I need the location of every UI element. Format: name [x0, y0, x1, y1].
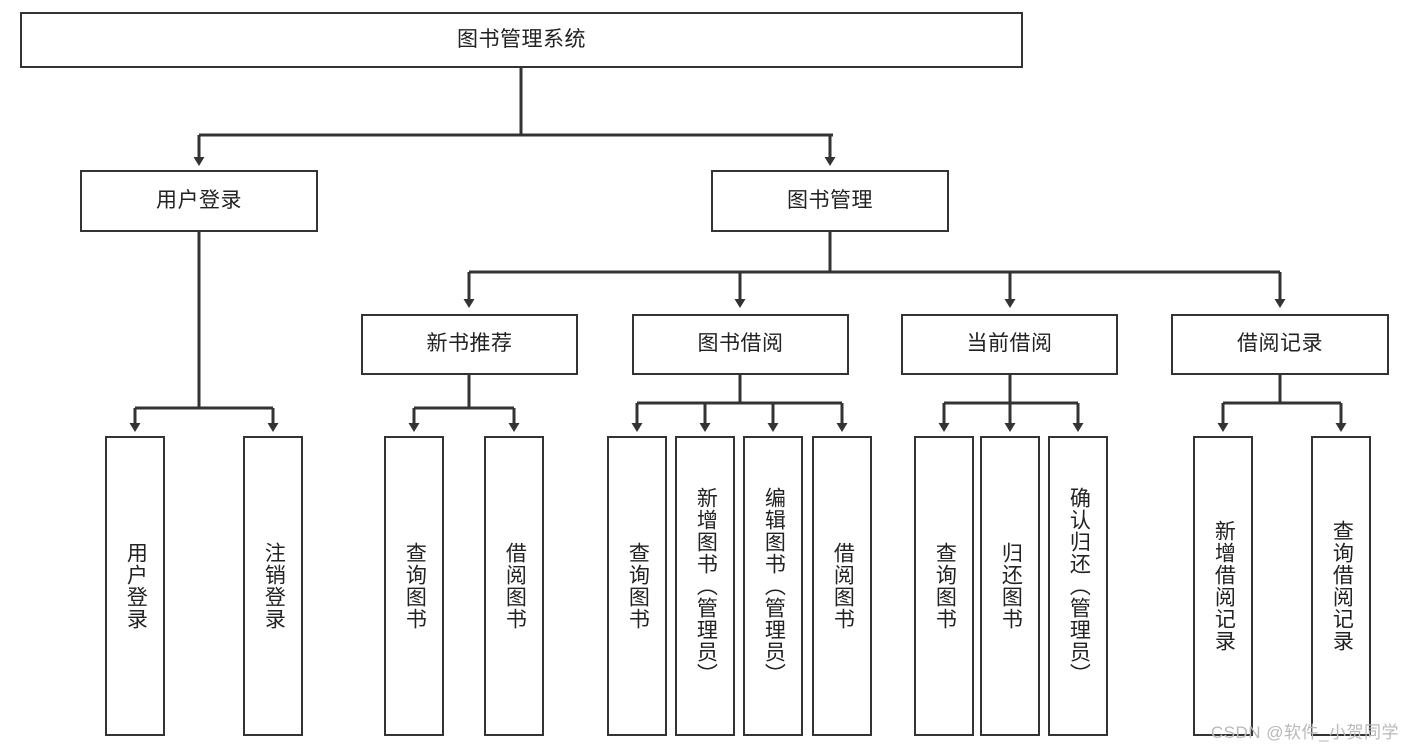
leaf-current-borrow-confirm-return[interactable]: 确认归还（管理员） [1048, 436, 1108, 736]
leaf-label: 确认归还（管理员） [1067, 487, 1091, 685]
leaf-book-borrow-edit[interactable]: 编辑图书（管理员） [743, 436, 803, 736]
node-book-borrow[interactable]: 图书借阅 [632, 314, 849, 375]
node-borrow-record[interactable]: 借阅记录 [1171, 314, 1389, 375]
leaf-label: 注销登录 [262, 542, 286, 630]
leaf-label: 查询图书 [403, 542, 427, 630]
node-current-borrow[interactable]: 当前借阅 [901, 314, 1118, 375]
leaf-label: 查询图书 [626, 542, 650, 630]
leaf-new-book-query[interactable]: 查询图书 [384, 436, 444, 736]
node-book-management-label: 图书管理 [787, 188, 873, 212]
leaf-label: 新增借阅记录 [1212, 520, 1236, 652]
leaf-label: 借阅图书 [503, 542, 527, 630]
node-borrow-record-label: 借阅记录 [1237, 332, 1323, 356]
watermark: CSDN @软件_小贺同学 [1210, 723, 1399, 742]
leaf-new-book-borrow[interactable]: 借阅图书 [484, 436, 544, 736]
leaf-label: 查询图书 [933, 542, 957, 630]
leaf-book-borrow-query[interactable]: 查询图书 [607, 436, 667, 736]
leaf-label: 归还图书 [999, 542, 1023, 630]
leaf-book-borrow-borrow[interactable]: 借阅图书 [812, 436, 872, 736]
node-new-book-recommend[interactable]: 新书推荐 [361, 314, 578, 375]
node-new-book-recommend-label: 新书推荐 [426, 332, 513, 356]
node-book-management[interactable]: 图书管理 [711, 170, 949, 232]
leaf-current-borrow-return[interactable]: 归还图书 [980, 436, 1040, 736]
node-book-borrow-label: 图书借阅 [697, 332, 784, 356]
node-root[interactable]: 图书管理系统 [20, 12, 1023, 68]
leaf-book-borrow-add[interactable]: 新增图书（管理员） [675, 436, 735, 736]
node-user-login-label: 用户登录 [156, 188, 242, 212]
node-current-borrow-label: 当前借阅 [966, 332, 1053, 356]
leaf-borrow-record-query[interactable]: 查询借阅记录 [1311, 436, 1371, 736]
leaf-label: 用户登录 [124, 542, 148, 630]
node-root-label: 图书管理系统 [457, 27, 586, 51]
leaf-user-login-login[interactable]: 用户登录 [105, 436, 165, 736]
leaf-current-borrow-query[interactable]: 查询图书 [914, 436, 974, 736]
node-user-login[interactable]: 用户登录 [80, 170, 318, 232]
leaf-label: 借阅图书 [831, 542, 855, 630]
leaf-user-login-logout[interactable]: 注销登录 [243, 436, 303, 736]
leaf-borrow-record-add[interactable]: 新增借阅记录 [1193, 436, 1253, 736]
leaf-label: 新增图书（管理员） [694, 487, 718, 685]
leaf-label: 查询借阅记录 [1330, 520, 1354, 652]
leaf-label: 编辑图书（管理员） [762, 487, 786, 685]
